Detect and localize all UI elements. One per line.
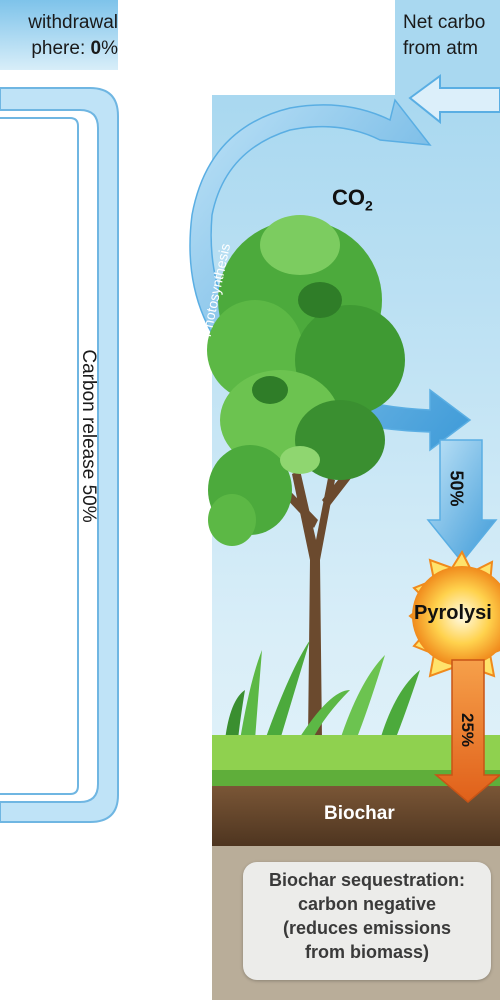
left-header-line2: phere: 0% <box>0 38 118 60</box>
sequestration-line2: carbon negative <box>297 894 437 914</box>
pct-50-label: 50% <box>446 470 467 507</box>
sequestration-box: Biochar sequestration: carbon negative (… <box>243 862 491 980</box>
left-header-line2-value: 0 <box>90 38 102 59</box>
right-header-line1: Net carbo <box>403 12 486 33</box>
left-header-line2-suffix: % <box>101 38 118 59</box>
sequestration-line4: from biomass) <box>304 942 430 962</box>
left-header-background <box>0 0 118 70</box>
release-arrow-inner-line <box>0 117 79 795</box>
pyrolysis-input-arrow <box>426 439 498 564</box>
co2-subscript: 2 <box>365 197 373 214</box>
sequestration-line1: Biochar sequestration: <box>268 870 466 890</box>
pyrolysis-burst <box>408 549 500 693</box>
left-header-line1: withdrawal <box>28 12 118 33</box>
pyrolysis-label: Pyrolysi <box>414 602 492 624</box>
tree <box>207 215 405 740</box>
biochar-label: Biochar <box>324 803 395 824</box>
release-arrow-band <box>0 87 119 823</box>
left-panel <box>0 0 119 823</box>
grass-shade <box>212 770 500 786</box>
biochar-output-arrow <box>433 659 500 803</box>
pct-25-label: 25% <box>458 712 478 748</box>
ground-plants <box>225 640 420 740</box>
soil-layer <box>212 786 500 846</box>
co2-main: CO <box>332 185 365 210</box>
right-header-line2: from atm <box>403 38 478 59</box>
sequestration-line3: (reduces emissions <box>282 918 452 938</box>
right-header-background <box>395 0 500 100</box>
left-header-line2-prefix: phere: <box>31 38 91 59</box>
carbon-release-label: Carbon release 50% <box>78 349 99 523</box>
right-panel <box>189 0 500 1000</box>
co2-label: CO2 <box>332 185 373 213</box>
net-withdrawal-arrow <box>408 74 500 125</box>
